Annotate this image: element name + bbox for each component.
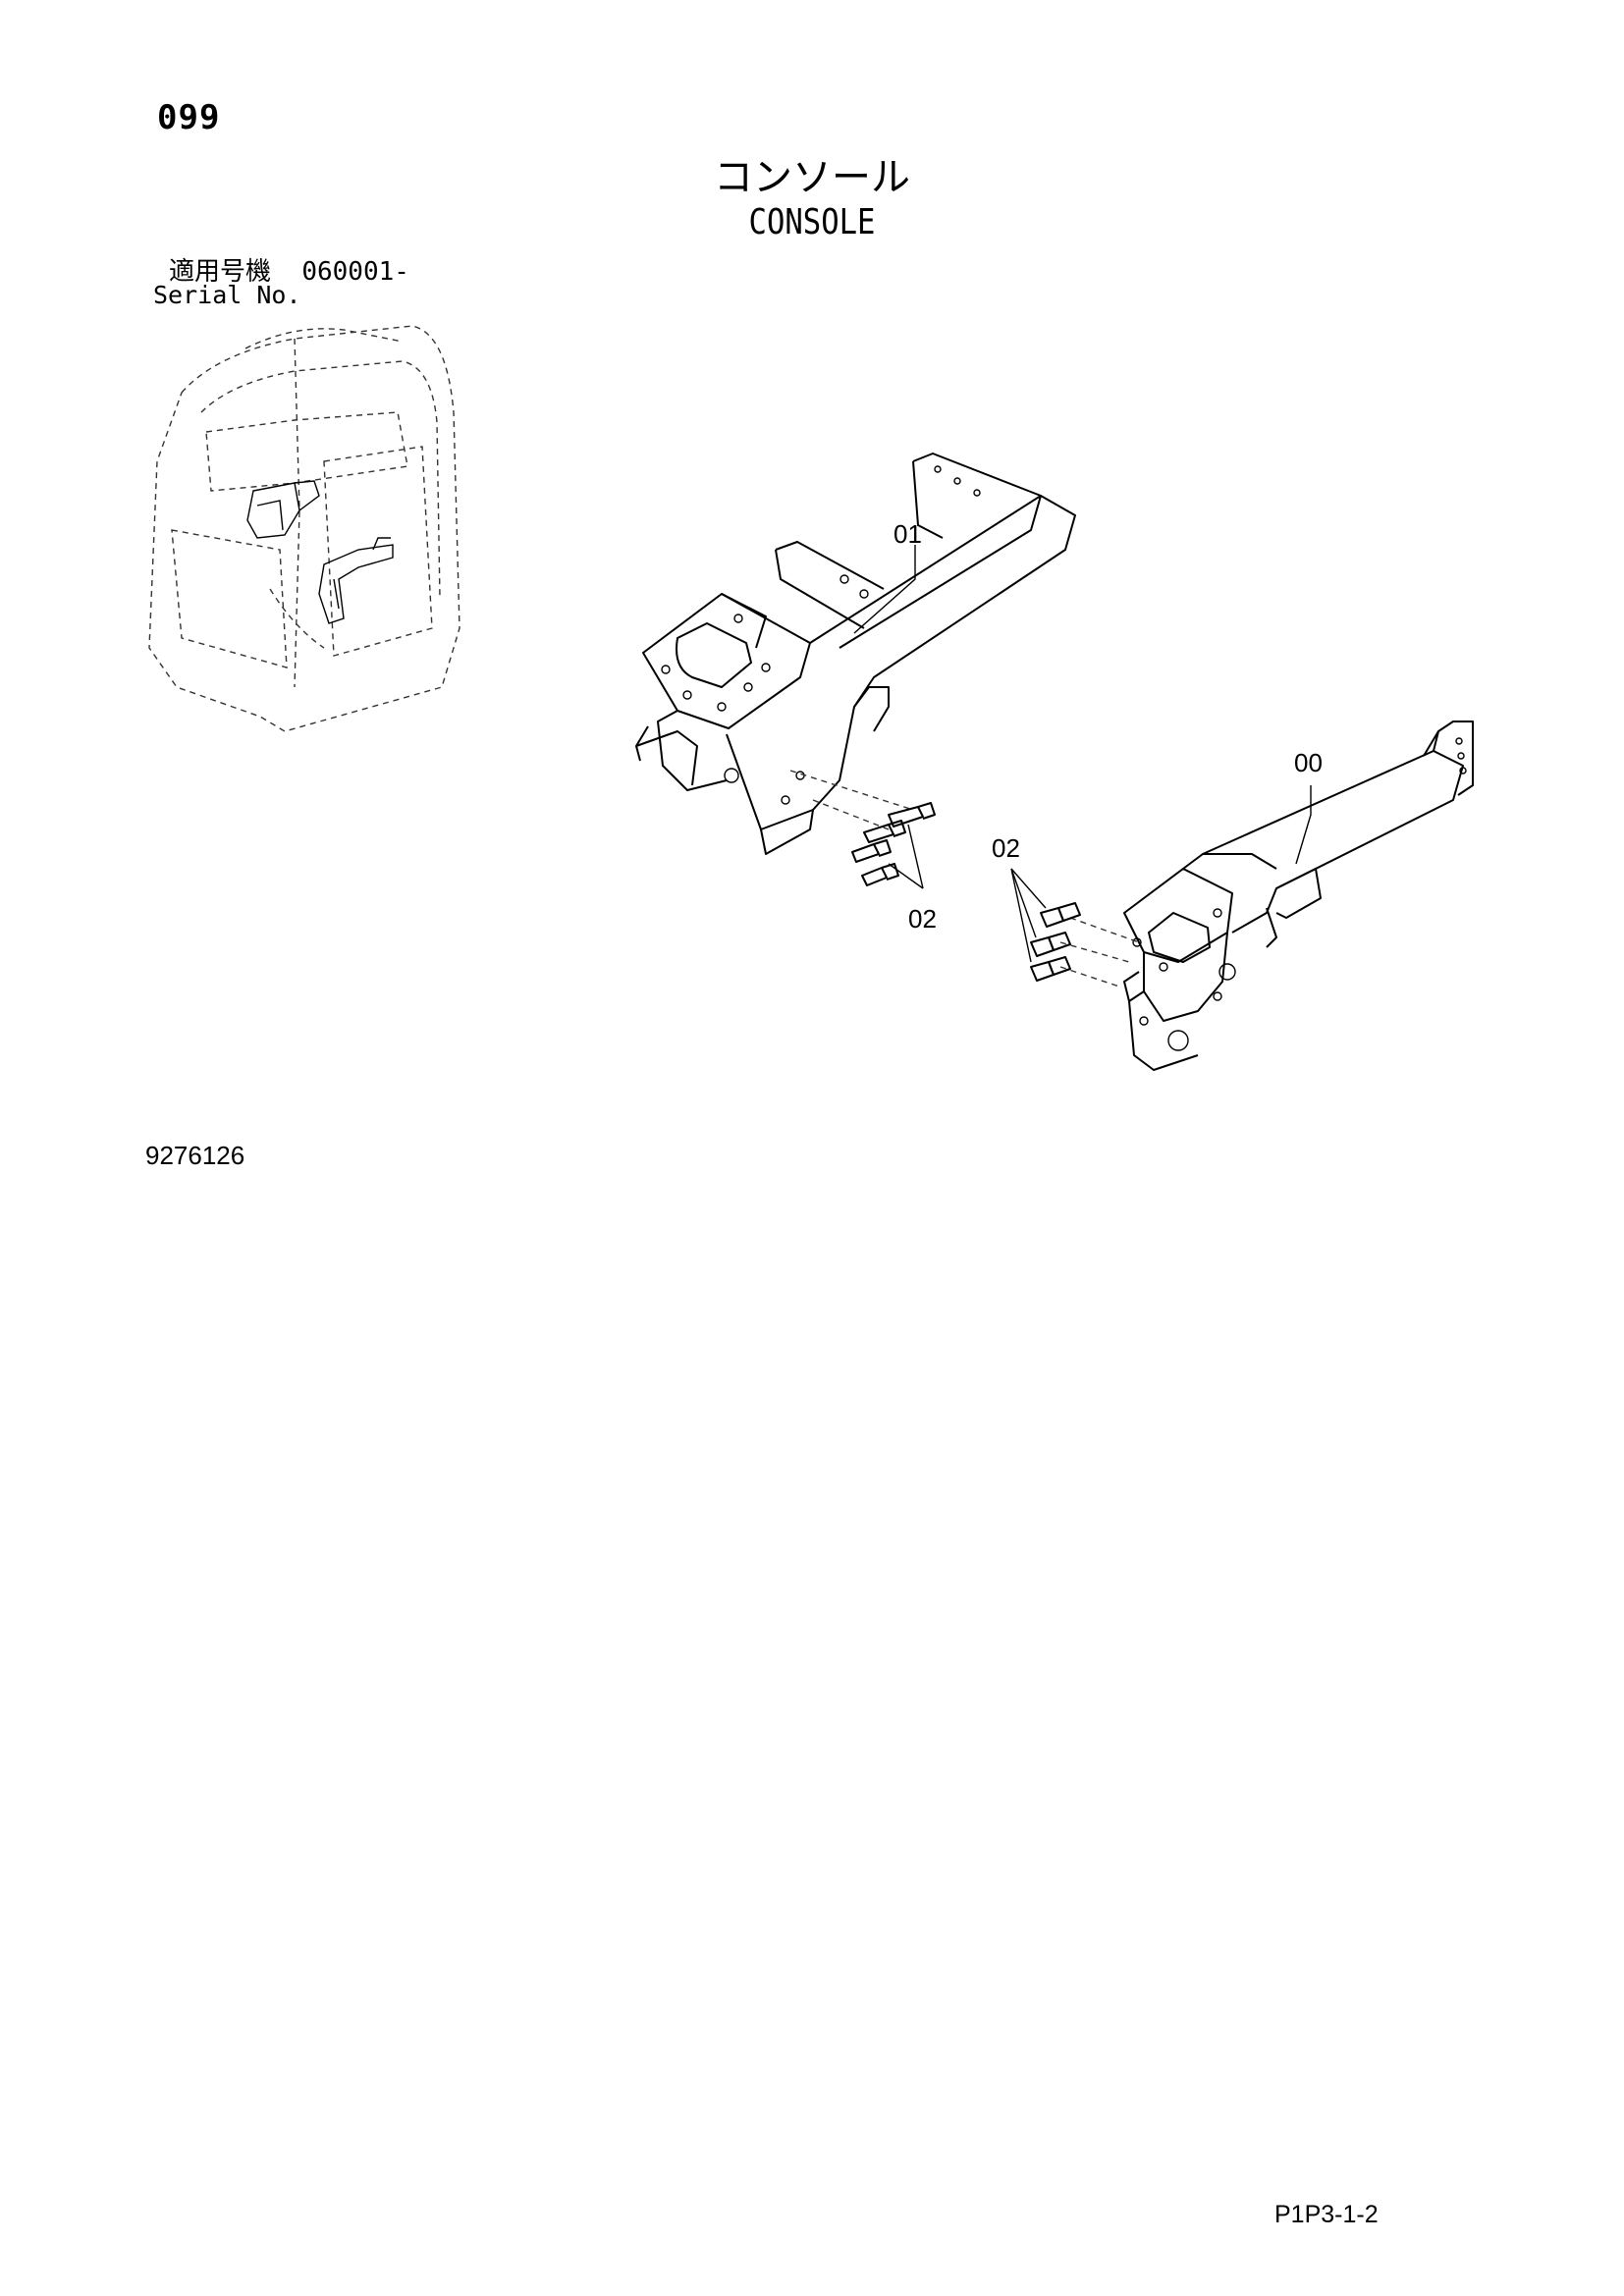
serial-label-english: Serial No.: [153, 281, 301, 309]
serial-label-jp-text: 適用号機: [169, 257, 272, 287]
cab-location-thumbnail: [148, 325, 460, 732]
callout-02-right: 02: [992, 833, 1020, 863]
callout-02-left: 02: [908, 904, 937, 934]
page-number: 099: [157, 98, 221, 137]
leader-line-00: [1295, 785, 1312, 865]
console-bracket-00: [1123, 721, 1474, 1071]
leader-line-01: [853, 545, 916, 634]
console-bracket-01: [635, 453, 1076, 855]
serial-label-japanese: 適用号機 060001-: [169, 251, 409, 288]
serial-range: 060001-: [301, 257, 409, 287]
callout-00: 00: [1294, 748, 1323, 777]
bolts-02-left: [789, 770, 936, 889]
page-code: P1P3-1-2: [1274, 2201, 1379, 2228]
bolts-02-right: [1010, 868, 1140, 988]
title-japanese: コンソール: [714, 155, 910, 200]
drawing-number: 9276126: [145, 1141, 245, 1170]
callout-01: 01: [893, 519, 922, 549]
title-english: CONSOLE: [748, 202, 876, 242]
